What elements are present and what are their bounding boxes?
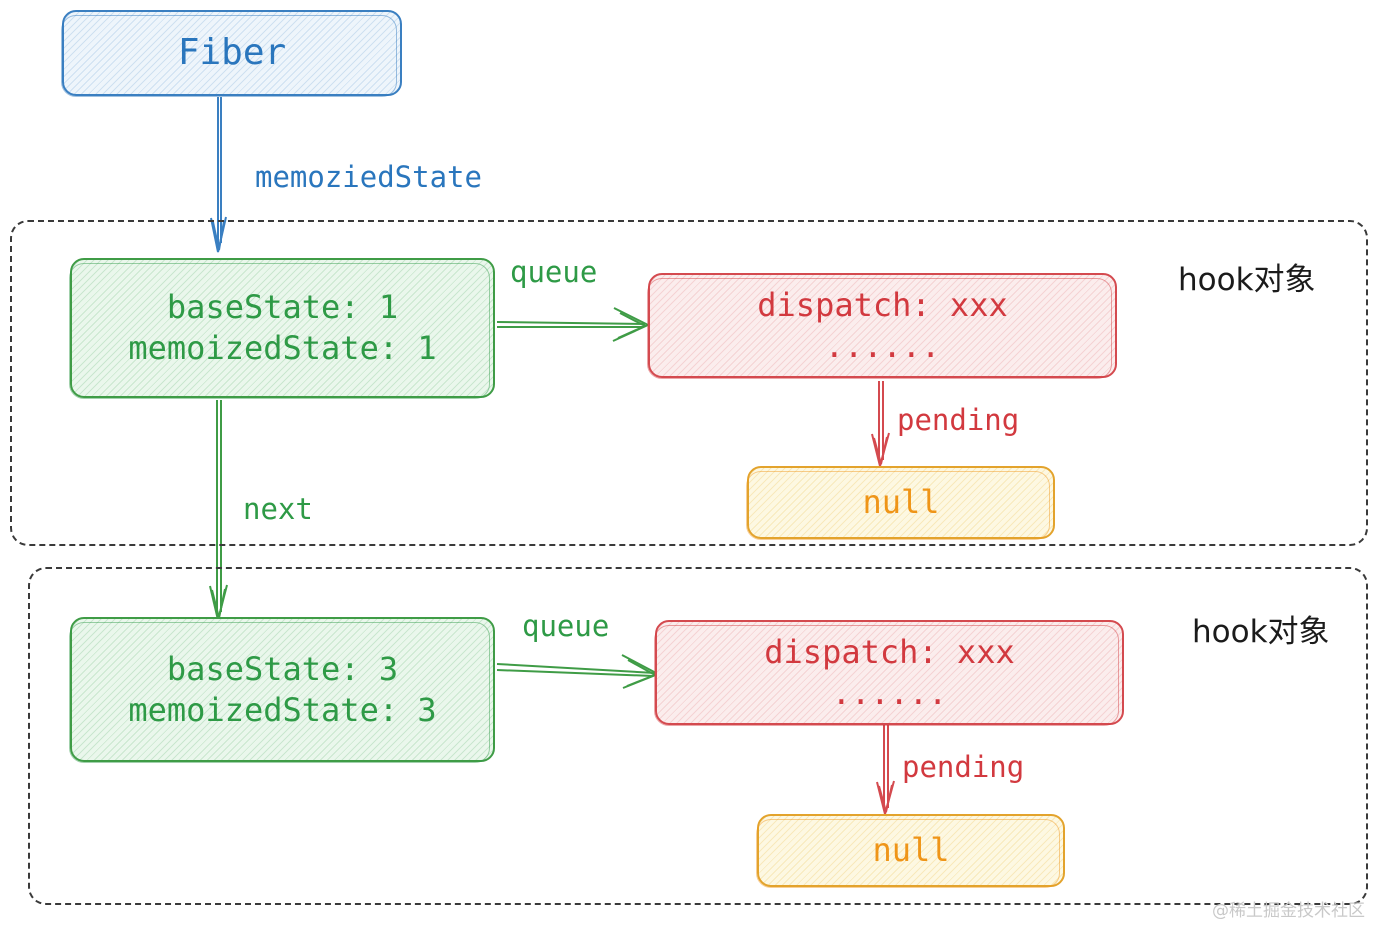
edge-label-queue-1: queue [510,255,598,289]
hook-1-pending-node[interactable]: null [746,466,1055,540]
fiber-node-label: Fiber [177,31,287,73]
hook-2-memoizedstate: memoizedState: 3 [128,690,437,729]
hook-2-basestate: baseState: 3 [166,649,399,688]
hook-2-pending-node[interactable]: null [756,814,1065,888]
hook-group-2-label: hook对象 [1192,614,1330,650]
hook-2-queue-ellipsis: ...... [831,673,948,712]
hook-1-pending-value: null [862,483,940,522]
hook-1-queue-node[interactable]: dispatch: xxx ...... [647,273,1117,379]
hook-group-1 [10,220,1368,546]
edge-label-memoziedstate: memoziedState [255,160,482,194]
hook-2-pending-value: null [872,831,950,870]
edge-label-next: next [243,492,313,526]
watermark: @稀土掘金技术社区 [1212,901,1365,921]
edge-label-pending-2: pending [902,750,1025,784]
hook-1-memoizedstate: memoizedState: 1 [128,329,437,367]
edge-label-pending-1: pending [897,403,1020,437]
hook-2-state-node[interactable]: baseState: 3 memoizedState: 3 [69,617,495,763]
hook-group-1-label: hook对象 [1178,262,1316,298]
hook-group-2 [28,567,1368,905]
fiber-node[interactable]: Fiber [61,10,402,97]
hook-1-state-node[interactable]: baseState: 1 memoizedState: 1 [69,258,495,399]
hook-2-queue-node[interactable]: dispatch: xxx ...... [654,620,1124,726]
hook-2-dispatch: dispatch: xxx [764,632,1015,671]
hook-1-queue-ellipsis: ...... [824,326,941,365]
hook-1-basestate: baseState: 1 [166,288,399,327]
edge-label-queue-2: queue [522,609,610,643]
hook-1-dispatch: dispatch: xxx [757,285,1008,324]
